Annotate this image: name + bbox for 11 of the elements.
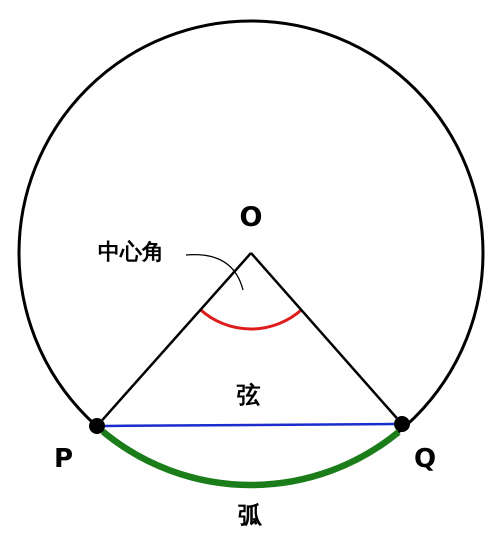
edge-label: 弦 (236, 382, 262, 408)
chord-line (105, 422, 394, 428)
point-label: Q (414, 446, 436, 472)
edge-label: 弧 (237, 502, 263, 528)
point-label: O (238, 204, 264, 231)
radius-line (250, 252, 398, 419)
arc-line (100, 428, 400, 488)
angle-label: 中心角 (97, 242, 165, 264)
leader-line (186, 254, 244, 290)
radius-line (101, 252, 252, 421)
point-label: P (54, 446, 74, 472)
